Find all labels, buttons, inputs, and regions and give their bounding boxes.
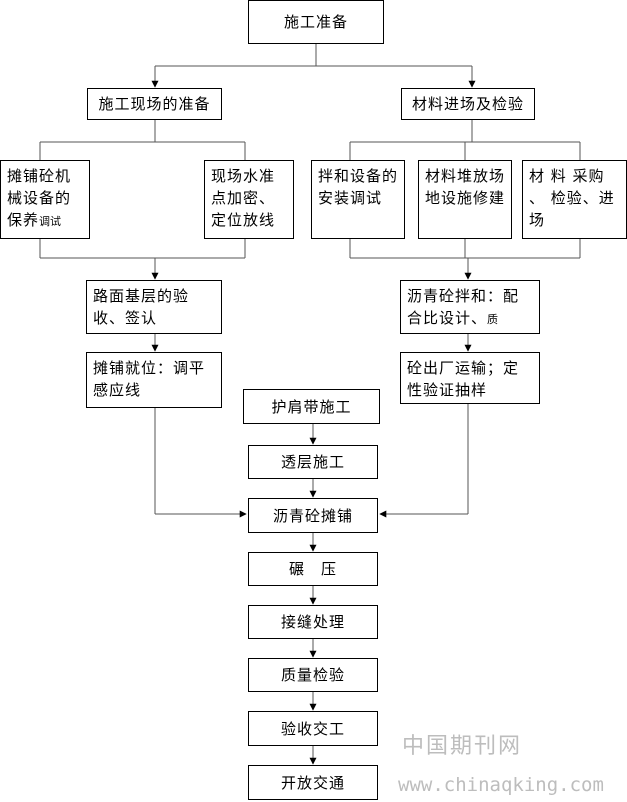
paver-maintenance-label-small: 调试: [39, 215, 62, 228]
paver-maintenance-box: 摊铺砼机械设备的保养调试: [0, 160, 90, 239]
stockpile-label: 材料堆放场地设施修建: [425, 167, 506, 207]
mixer-setup-label: 拌和设备的安装调试: [318, 167, 399, 207]
base-acceptance-label: 路面基层的验收、签认: [93, 287, 190, 327]
quality-check-box: 质量检验: [248, 658, 378, 692]
watermark-url: www.chinaqking.com: [398, 774, 604, 796]
mix-design-box: 沥青砼拌和：配合比设计、质: [400, 280, 540, 334]
mixer-setup-box: 拌和设备的安装调试: [311, 160, 405, 239]
prime-coat-label: 透层施工: [280, 453, 345, 471]
open-traffic-label: 开放交通: [280, 773, 345, 792]
construction-prep-box: 施工准备: [248, 0, 384, 44]
paver-maintenance-label: 摊铺砼机械设备的保养: [7, 167, 72, 229]
quality-check-label: 质量检验: [280, 666, 345, 684]
joint-treatment-label: 接缝处理: [280, 613, 345, 631]
procurement-label: 材 料 采购 、 检验、进场: [529, 167, 615, 229]
watermark-cn: 中国期刊网: [402, 734, 523, 759]
procurement-box: 材 料 采购 、 检验、进场: [522, 160, 627, 239]
material-entry-box: 材料进场及检验: [401, 88, 535, 120]
rolling-label: 碾 压: [288, 560, 337, 578]
shoulder-box: 护肩带施工: [243, 389, 380, 424]
survey-box: 现场水准点加密、定位放线: [204, 160, 294, 239]
mix-design-label: 沥青砼拌和：配合比设计、: [407, 287, 520, 327]
rolling-box: 碾 压: [248, 552, 378, 586]
stockpile-box: 材料堆放场地设施修建: [418, 160, 512, 239]
transport-label: 砼出厂运输；定性验证抽样: [407, 359, 520, 399]
construction-prep-label: 施工准备: [283, 13, 348, 31]
base-acceptance-box: 路面基层的验收、签认: [86, 280, 222, 334]
survey-label: 现场水准点加密、定位放线: [211, 167, 276, 229]
joint-treatment-box: 接缝处理: [248, 605, 378, 639]
transport-box: 砼出厂运输；定性验证抽样: [400, 352, 540, 404]
paver-position-label: 摊铺就位：调平感应线: [93, 359, 206, 399]
shoulder-label: 护肩带施工: [271, 397, 352, 416]
open-traffic-box: 开放交通: [248, 765, 378, 800]
site-prep-box: 施工现场的准备: [87, 88, 222, 120]
site-prep-label: 施工现场的准备: [98, 95, 211, 113]
acceptance-label: 验收交工: [280, 719, 345, 738]
prime-coat-box: 透层施工: [248, 445, 378, 479]
paving-label: 沥青砼摊铺: [272, 506, 353, 525]
material-entry-label: 材料进场及检验: [411, 95, 524, 113]
acceptance-box: 验收交工: [248, 711, 378, 746]
paving-box: 沥青砼摊铺: [248, 498, 378, 533]
mix-design-label-small: 质: [487, 313, 499, 326]
paver-position-box: 摊铺就位：调平感应线: [86, 352, 222, 408]
